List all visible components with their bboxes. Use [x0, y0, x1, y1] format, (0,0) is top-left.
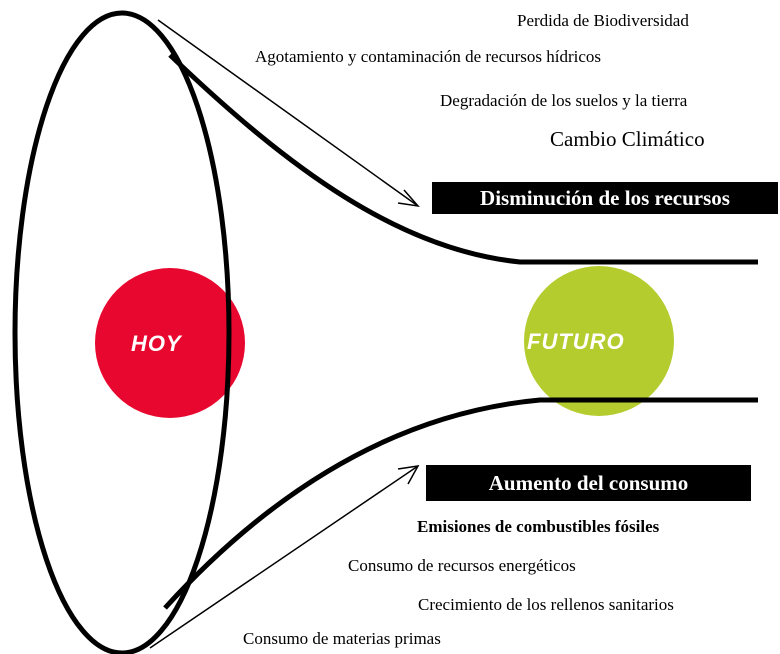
- label-biodiversity: Perdida de Biodiversidad: [517, 11, 689, 30]
- label-raw-materials: Consumo de materias primas: [243, 629, 441, 648]
- bottom-arrow-line: [149, 465, 419, 649]
- bottom-box-consumption-increase: Aumento del consumo: [426, 465, 751, 501]
- label-water: Agotamiento y contaminación de recursos …: [255, 47, 602, 66]
- bottom-arrow-head: [397, 465, 420, 485]
- label-energy: Consumo de recursos energéticos: [348, 556, 576, 575]
- funnel-mouth: [12, 10, 232, 654]
- top-arrow-line: [157, 19, 419, 207]
- future-circle: [524, 266, 674, 416]
- today-circle: [95, 268, 245, 418]
- label-landfills: Crecimiento de los rellenos sanitarios: [418, 595, 674, 614]
- top-arrow-head: [397, 189, 420, 208]
- future-label: FUTURO: [527, 329, 625, 354]
- label-climate: Cambio Climático: [550, 127, 705, 151]
- label-soil: Degradación de los suelos y la tierra: [440, 91, 688, 110]
- label-fuels: Emisiones de combustibles fósiles: [417, 517, 660, 536]
- funnel-upper-curve: [168, 53, 758, 265]
- top-box-decrease-resources: Disminución de los recursos: [432, 182, 778, 214]
- funnel-lower-curve: [163, 397, 758, 610]
- today-label: HOY: [131, 331, 182, 356]
